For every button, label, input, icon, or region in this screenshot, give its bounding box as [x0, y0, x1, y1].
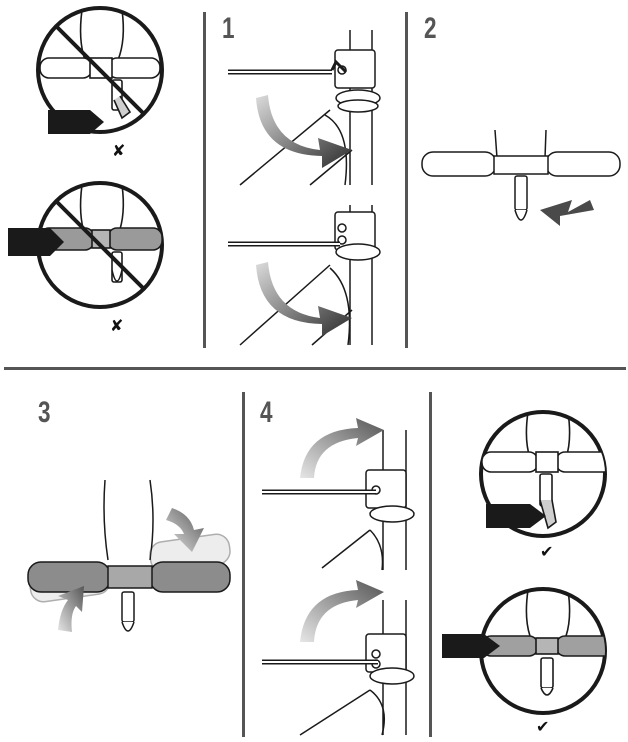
push-arrow-icon [540, 200, 594, 226]
step-4-illustration [262, 418, 414, 735]
rotate-arrow-icon [300, 418, 384, 478]
rotate-arrow-icon [256, 262, 352, 336]
step-3-illustration [28, 480, 232, 632]
correct-example-lever [481, 412, 612, 536]
rotate-arrow-icon [300, 580, 384, 642]
step-2-illustration [422, 130, 620, 226]
wrong-example-lever-forced [38, 8, 162, 134]
wrong-example-bar-forced [8, 183, 162, 307]
correct-example-bar [442, 589, 612, 713]
step-1-illustration [228, 30, 380, 345]
